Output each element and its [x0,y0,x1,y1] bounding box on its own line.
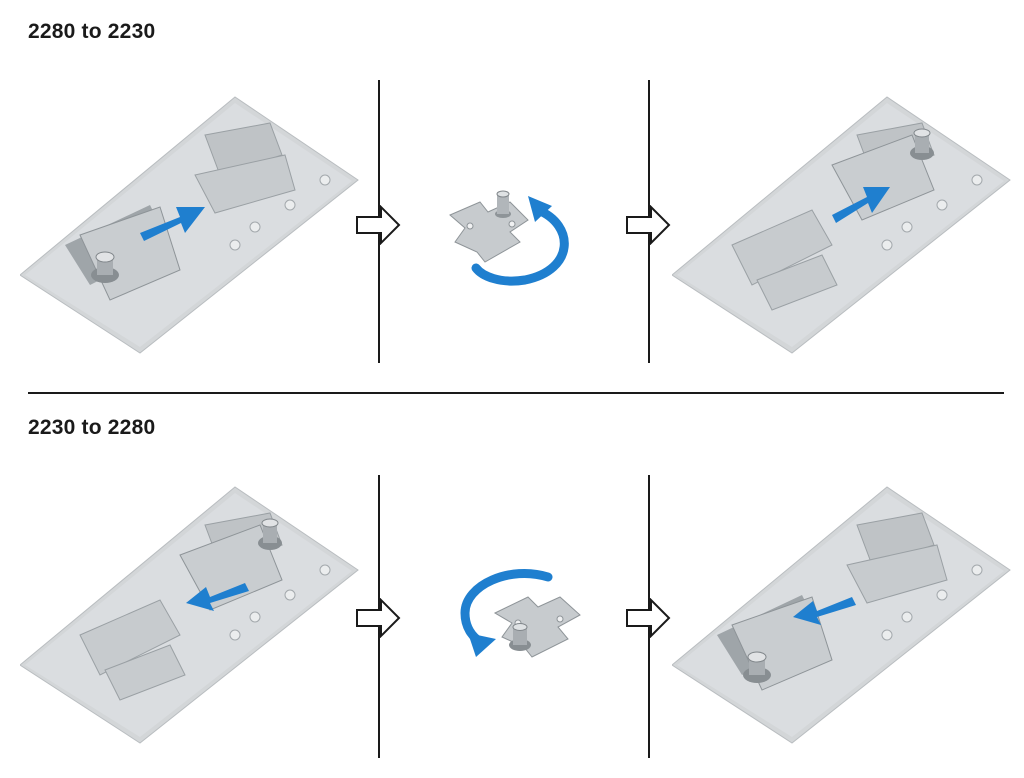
section-title-2280-to-2230: 2280 to 2230 [28,20,156,43]
step-arrow-icon [625,205,671,245]
step-image-2230-position-bracket [672,95,1012,355]
step-image-rotate-bracket [440,180,590,290]
step-image-2230-position-slide-bracket [20,485,360,745]
step-arrow-icon [355,205,401,245]
step-arrow-icon [625,598,671,638]
step-arrow-icon [355,598,401,638]
step-image-2280-position-slide-bracket [20,95,360,355]
section-divider [28,392,1004,394]
step-image-2280-position-bracket [672,485,1012,745]
section-title-2230-to-2280: 2230 to 2280 [28,416,156,439]
step-image-rotate-bracket-reverse [440,565,590,675]
